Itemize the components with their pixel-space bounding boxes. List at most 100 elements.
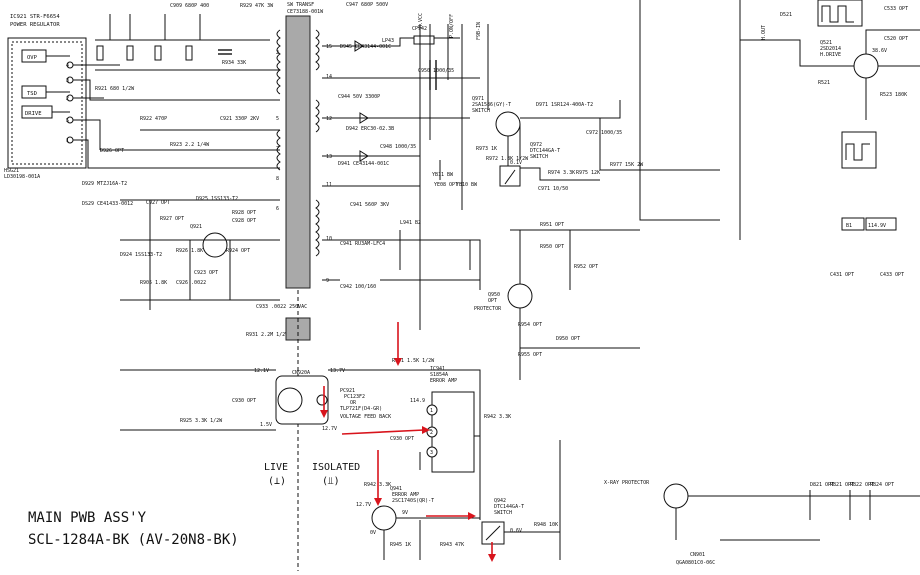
svg-text:1: 1 bbox=[66, 138, 69, 144]
photocoupler-group: CN920A 12.1V 13.7V 1.5V 12.7V C930 OPT R… bbox=[120, 368, 481, 436]
fbt-group: SW TRANSF CE73188-001W 2 5 7 8 6 15 14 1… bbox=[276, 2, 380, 289]
q921-transistor bbox=[202, 232, 228, 258]
svg-text:R943 47K: R943 47K bbox=[440, 542, 464, 548]
svg-text:R941 1.5K 1/2W: R941 1.5K 1/2W bbox=[392, 358, 435, 364]
error-amp-ic bbox=[431, 391, 475, 473]
svg-text:4: 4 bbox=[66, 63, 69, 69]
svg-text:C909 680P 400: C909 680P 400 bbox=[170, 3, 209, 9]
h-drive-pulse-box bbox=[841, 131, 877, 169]
h-drive-transistor bbox=[853, 53, 879, 79]
svg-text:R928 OPT: R928 OPT bbox=[232, 210, 256, 216]
svg-text:DS29 CE41433-0012: DS29 CE41433-0012 bbox=[82, 201, 133, 207]
svg-text:C972 1000/35: C972 1000/35 bbox=[586, 130, 622, 136]
svg-text:Q950: Q950 bbox=[488, 292, 500, 298]
svg-text:PROTECTOR: PROTECTOR bbox=[474, 306, 502, 312]
svg-text:DTC144GA-T: DTC144GA-T bbox=[530, 148, 560, 154]
svg-text:H.OUT: H.OUT bbox=[761, 25, 767, 40]
svg-text:R924 OPT: R924 OPT bbox=[226, 248, 250, 254]
svg-text:C921 330P 2KV: C921 330P 2KV bbox=[220, 116, 259, 122]
svg-text:R934 33K: R934 33K bbox=[222, 60, 246, 66]
svg-text:2: 2 bbox=[66, 96, 69, 102]
svg-text:R942 3.3K: R942 3.3K bbox=[484, 414, 511, 420]
svg-text:R945 1K: R945 1K bbox=[390, 542, 411, 548]
svg-text:14: 14 bbox=[326, 74, 332, 80]
svg-text:R948 10K: R948 10K bbox=[534, 522, 558, 528]
svg-text:C928 OPT: C928 OPT bbox=[232, 218, 256, 224]
fbt-title: SW TRANSF bbox=[287, 2, 314, 8]
svg-text:VOLTAGE FEED BACK: VOLTAGE FEED BACK bbox=[340, 414, 391, 420]
svg-text:C533 OPT: C533 OPT bbox=[884, 6, 908, 12]
svg-text:P.ON/OFF: P.ON/OFF bbox=[449, 14, 455, 38]
error-amp-group: IC941 S1854A ERROR AMP 1 2 3 114.9 R941 … bbox=[390, 358, 511, 520]
svg-text:R952 OPT: R952 OPT bbox=[574, 264, 598, 270]
tsd-label: TSD bbox=[27, 91, 37, 97]
svg-text:YB10 BW: YB10 BW bbox=[456, 182, 478, 188]
svg-text:3: 3 bbox=[430, 450, 433, 456]
secondary-rectifiers: C947 680P 500V D945 CE43144-001C C944 50… bbox=[338, 2, 481, 290]
h-drive-waveform-box bbox=[817, 0, 863, 27]
svg-text:C948 1000/35: C948 1000/35 bbox=[380, 144, 416, 150]
svg-text:C431 OPT: C431 OPT bbox=[830, 272, 854, 278]
svg-text:R922 470P: R922 470P bbox=[140, 116, 167, 122]
svg-text:0V: 0V bbox=[370, 530, 376, 536]
top-left-components: C909 680P 400 R929 47K 3W R921 680 1/2W … bbox=[82, 3, 280, 207]
svg-text:CN920A: CN920A bbox=[292, 370, 310, 376]
svg-text:Q521: Q521 bbox=[820, 40, 832, 46]
q941-transistor bbox=[371, 505, 397, 531]
svg-text:12.7V: 12.7V bbox=[322, 426, 337, 432]
svg-text:D929 MTZJ16A-T2: D929 MTZJ16A-T2 bbox=[82, 181, 127, 187]
primary-feedback: Q921 C927 OPT R927 OPT D925 1SS133-T2 R9… bbox=[120, 196, 311, 571]
q971-transistor bbox=[495, 111, 521, 137]
svg-text:R926 1.8K: R926 1.8K bbox=[176, 248, 203, 254]
svg-text:12.1V: 12.1V bbox=[254, 368, 269, 374]
svg-text:D941 CE43144-001C: D941 CE43144-001C bbox=[338, 161, 389, 167]
svg-text:C930 OPT: C930 OPT bbox=[232, 398, 256, 404]
error-amp-name: ERROR AMP bbox=[430, 378, 457, 384]
svg-text:C926 .0022: C926 .0022 bbox=[176, 280, 206, 286]
svg-text:2: 2 bbox=[430, 430, 433, 436]
svg-text:D924 1SS133-T2: D924 1SS133-T2 bbox=[120, 252, 162, 258]
power-ic-outline bbox=[7, 37, 87, 169]
svg-text:R925 3.3K 1/2W: R925 3.3K 1/2W bbox=[180, 418, 223, 424]
svg-text:ERROR AMP: ERROR AMP bbox=[392, 492, 419, 498]
fbt-core bbox=[285, 15, 311, 289]
svg-text:YB11 BW: YB11 BW bbox=[432, 172, 454, 178]
svg-text:OR: OR bbox=[350, 400, 357, 406]
svg-text:H.DRIVE: H.DRIVE bbox=[820, 52, 841, 58]
svg-text:(⊥): (⊥) bbox=[268, 476, 286, 487]
svg-text:H.VCC: H.VCC bbox=[418, 13, 424, 28]
svg-text:R974 3.3K: R974 3.3K bbox=[548, 170, 575, 176]
error-amp-ref: IC941 bbox=[430, 366, 445, 372]
svg-text:5: 5 bbox=[66, 118, 69, 124]
svg-text:7: 7 bbox=[276, 146, 279, 152]
svg-text:F9B-IN: F9B-IN bbox=[476, 22, 482, 40]
svg-text:YE08 OPT: YE08 OPT bbox=[434, 182, 458, 188]
power-ic-group: IC921 STR-F6654 POWER REGULATOR OVP TSD … bbox=[4, 14, 140, 180]
svg-text:Q942: Q942 bbox=[494, 498, 506, 504]
ovp-label: OVP bbox=[27, 55, 38, 61]
svg-text:9: 9 bbox=[326, 278, 329, 284]
svg-text:TLP721F(D4-GR): TLP721F(D4-GR) bbox=[340, 406, 382, 412]
svg-text:Q921: Q921 bbox=[190, 224, 202, 230]
svg-text:C944 50V 3300P: C944 50V 3300P bbox=[338, 94, 380, 100]
svg-text:QGA0801C0-06C: QGA0801C0-06C bbox=[676, 560, 715, 566]
svg-text:11: 11 bbox=[326, 182, 332, 188]
svg-text:8: 8 bbox=[276, 176, 279, 182]
svg-text:C942 100/160: C942 100/160 bbox=[340, 284, 376, 290]
svg-text:R977 15K 2W: R977 15K 2W bbox=[610, 162, 644, 168]
svg-text:X-RAY PROTECTOR: X-RAY PROTECTOR bbox=[604, 480, 650, 486]
svg-text:D942 ERC30-02.3B: D942 ERC30-02.3B bbox=[346, 126, 394, 132]
svg-text:1.5V: 1.5V bbox=[260, 422, 272, 428]
svg-text:1: 1 bbox=[430, 408, 433, 414]
board-title-line1: MAIN PWB ASS'Y bbox=[28, 510, 147, 526]
pc-ref: PC921 bbox=[340, 388, 355, 394]
power-ic-name: POWER REGULATOR bbox=[10, 22, 60, 28]
svg-text:12.7V: 12.7V bbox=[356, 502, 371, 508]
svg-text:D926 OPT: D926 OPT bbox=[100, 148, 124, 154]
svg-text:5: 5 bbox=[276, 116, 279, 122]
svg-text:9V: 9V bbox=[402, 510, 408, 516]
svg-text:13.7V: 13.7V bbox=[330, 368, 345, 374]
svg-text:R905 1.8K: R905 1.8K bbox=[140, 280, 167, 286]
svg-text:C941 RU3AM-LFC4: C941 RU3AM-LFC4 bbox=[340, 241, 385, 247]
